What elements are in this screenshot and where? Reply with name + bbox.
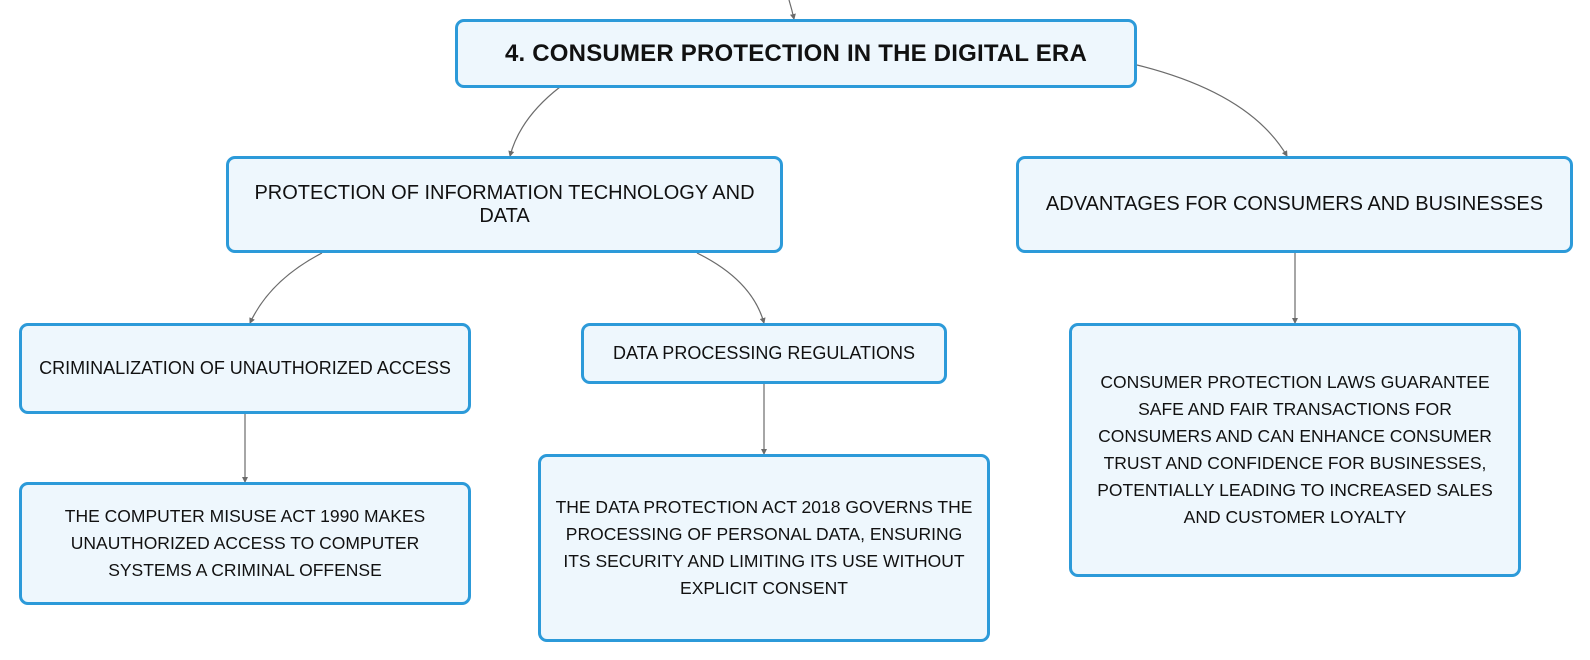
connector-incoming-root [788,0,796,20]
data-processing-node[interactable]: DATA PROCESSING REGULATIONS [581,323,947,384]
data-processing-label: DATA PROCESSING REGULATIONS [612,343,916,363]
consumer-protection-laws-node[interactable]: CONSUMER PROTECTION LAWS GUARANTEE SAFE … [1069,323,1521,577]
data-protection-act-text: THE DATA PROTECTION ACT 2018 GOVERNS THE… [555,497,973,598]
computer-misuse-act-text: THE COMPUTER MISUSE ACT 1990 MAKES UNAUT… [64,506,426,580]
root-topic-node[interactable]: 4. CONSUMER PROTECTION IN THE DIGITAL ER… [455,19,1137,88]
data-protection-act-node[interactable]: THE DATA PROTECTION ACT 2018 GOVERNS THE… [538,454,990,642]
consumer-protection-laws-text: CONSUMER PROTECTION LAWS GUARANTEE SAFE … [1097,372,1493,527]
connector-it-data-to-criminalization [249,252,323,324]
it-data-protection-node[interactable]: PROTECTION OF INFORMATION TECHNOLOGY AND… [226,156,783,253]
connector-root-to-it-data [508,86,561,157]
criminalization-label: CRIMINALIZATION OF UNAUTHORIZED ACCESS [39,358,451,378]
connector-it-data-to-data-processing [696,252,766,324]
computer-misuse-act-node[interactable]: THE COMPUTER MISUSE ACT 1990 MAKES UNAUT… [19,482,471,605]
connector-root-to-advantages [1136,64,1288,157]
advantages-node[interactable]: ADVANTAGES FOR CONSUMERS AND BUSINESSES [1016,156,1573,253]
criminalization-node[interactable]: CRIMINALIZATION OF UNAUTHORIZED ACCESS [19,323,471,414]
advantages-label: ADVANTAGES FOR CONSUMERS AND BUSINESSES [1045,193,1544,215]
it-data-protection-label: PROTECTION OF INFORMATION TECHNOLOGY AND… [254,181,755,227]
root-topic-label: 4. CONSUMER PROTECTION IN THE DIGITAL ER… [504,39,1087,67]
